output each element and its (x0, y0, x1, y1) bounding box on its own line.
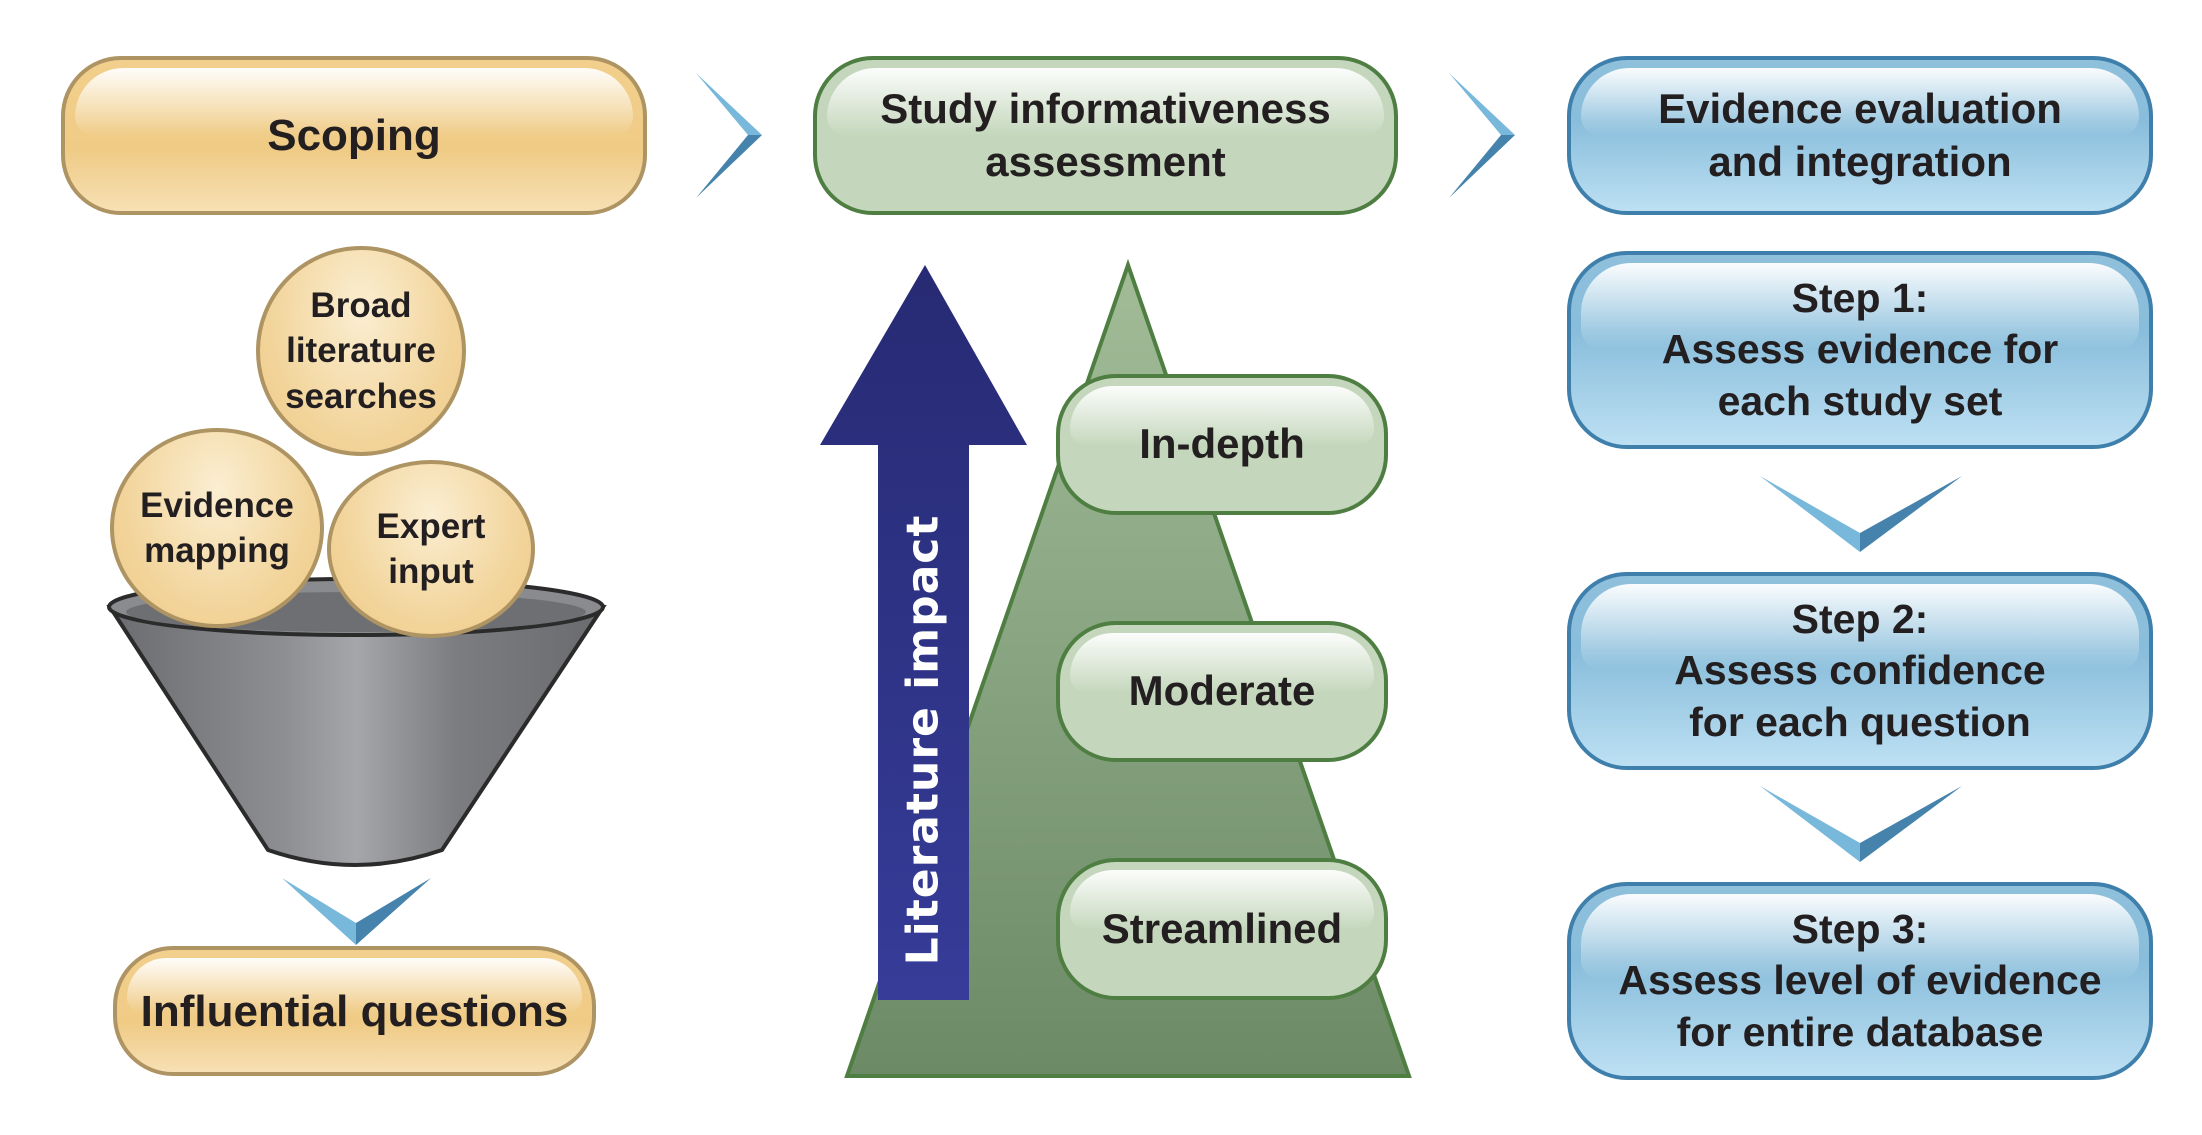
study-informativeness-header: Study informativeness assessment (813, 56, 1398, 215)
chevron-down-icon (1760, 786, 1962, 862)
step-1-box: Step 1: Assess evidence for each study s… (1567, 251, 2153, 449)
chevron-down-icon (1760, 476, 1962, 552)
level-moderate: Moderate (1056, 621, 1388, 762)
scoping-header: Scoping (61, 56, 647, 215)
step-2-box: Step 2: Assess confidence for each quest… (1567, 572, 2153, 770)
input-expert-input: Expert input (327, 460, 535, 638)
level-in-depth: In-depth (1056, 374, 1388, 515)
chevron-down-icon (282, 878, 431, 945)
chevron-right-icon (1449, 73, 1515, 198)
level-streamlined: Streamlined (1056, 858, 1388, 1000)
input-evidence-mapping: Evidence mapping (110, 428, 324, 628)
influential-questions-box: Influential questions (113, 946, 596, 1076)
step-3-box: Step 3: Assess level of evidence for ent… (1567, 882, 2153, 1080)
chevron-right-icon (696, 73, 762, 198)
input-broad-literature-searches: Broad literature searches (256, 246, 466, 456)
evidence-evaluation-header: Evidence evaluation and integration (1567, 56, 2153, 215)
literature-impact-arrow (820, 265, 1027, 1000)
